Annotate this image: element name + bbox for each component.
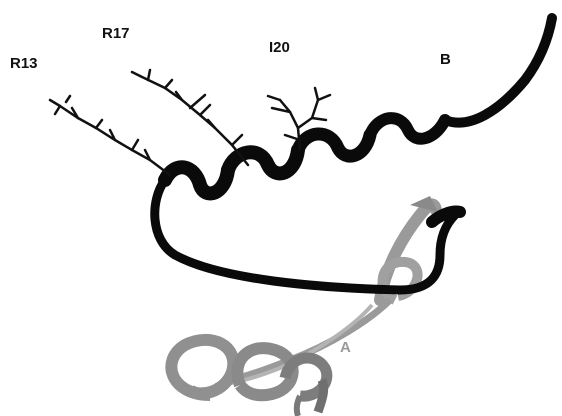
chain-a-helix-coil-1 bbox=[171, 340, 233, 395]
chain-b-helix-turn-4 bbox=[370, 118, 445, 139]
chain-b-ribbon bbox=[155, 18, 552, 290]
label-r13: R13 bbox=[10, 55, 38, 72]
chain-a-ribbon bbox=[171, 196, 438, 416]
chain-a-lower-tail bbox=[318, 380, 324, 412]
label-r17: R17 bbox=[102, 25, 130, 42]
label-chain-a: A bbox=[340, 339, 351, 356]
side-chain-i20 bbox=[268, 88, 330, 150]
chain-b-helix-turn-3 bbox=[298, 134, 370, 156]
side-chain-r13 bbox=[50, 96, 170, 175]
side-chain-r17 bbox=[132, 70, 248, 165]
chain-b-helix-turn-1 bbox=[165, 167, 228, 193]
label-chain-b: B bbox=[440, 51, 451, 68]
label-i20: I20 bbox=[269, 39, 290, 56]
chain-a-tail-end bbox=[297, 396, 300, 416]
chain-b-c-terminal-strand bbox=[445, 18, 552, 123]
